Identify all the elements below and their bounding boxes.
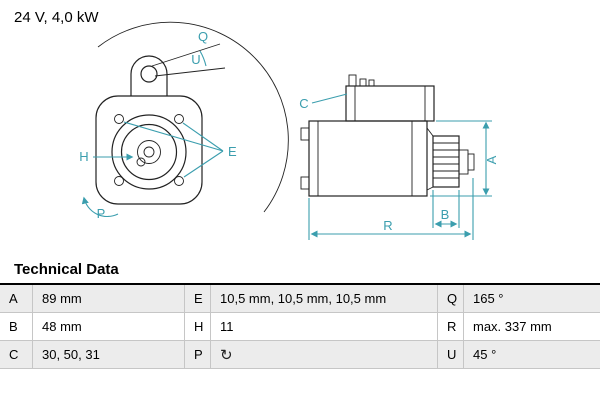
label-q: Q [198, 29, 208, 44]
top-lug [130, 55, 168, 96]
motor-body [308, 120, 428, 197]
r-extension-lines [308, 178, 474, 240]
spec-value-p: ↻ [211, 341, 438, 369]
b-extension-lines [432, 190, 460, 228]
spec-key-u: U [438, 341, 464, 369]
starter-motor-diagram: Q U E H P [79, 21, 499, 240]
technical-data-title: Technical Data [14, 261, 119, 278]
terminal-stud [359, 78, 367, 87]
a-extension-lines [430, 120, 492, 197]
mounting-hole [174, 114, 184, 124]
pinion-gear [432, 135, 460, 188]
mounting-flange [95, 95, 203, 205]
shaft [458, 149, 469, 175]
spec-value-b: 48 mm [33, 313, 185, 341]
spec-key-q: Q [438, 285, 464, 313]
mounting-hole [114, 176, 124, 186]
rotation-arrow [81, 196, 119, 218]
label-b: B [441, 207, 450, 222]
spec-value-u: 45 ° [464, 341, 600, 369]
spec-value-r: max. 337 mm [464, 313, 600, 341]
bore-inner [120, 123, 178, 181]
shaft-end [467, 153, 475, 171]
label-h: H [79, 149, 88, 164]
spec-value-q: 165 ° [464, 285, 600, 313]
spec-key-p: P [185, 341, 211, 369]
mounting-hole [174, 176, 184, 186]
mounting-hole [114, 114, 124, 124]
angle-q-arc [97, 21, 289, 213]
terminal-stud [368, 79, 375, 87]
technical-data-table: A 89 mm E 10,5 mm, 10,5 mm, 10,5 mm Q 16… [0, 283, 600, 369]
spec-value-h: 11 [211, 313, 438, 341]
spec-value-e: 10,5 mm, 10,5 mm, 10,5 mm [211, 285, 438, 313]
spec-key-h: H [185, 313, 211, 341]
label-u: U [191, 52, 200, 67]
spec-value-a: 89 mm [33, 285, 185, 313]
solenoid [345, 85, 435, 122]
front-view-drawing: Q U E H P [79, 21, 289, 221]
side-view-drawing: C A B R [299, 74, 499, 240]
spec-value-c: 30, 50, 31 [33, 341, 185, 369]
e-pointer-lines [123, 121, 224, 178]
label-r: R [383, 218, 392, 233]
spec-key-e: E [185, 285, 211, 313]
label-e: E [228, 144, 237, 159]
lug-hole [140, 65, 158, 83]
label-a: A [484, 155, 499, 164]
spec-key-r: R [438, 313, 464, 341]
terminal-stud [348, 74, 357, 87]
rating-label: 24 V, 4,0 kW [14, 9, 99, 26]
gear-teeth-hatch [433, 142, 459, 179]
label-c: C [299, 96, 308, 111]
angle-u-arc [199, 50, 207, 67]
spec-key-b: B [0, 313, 33, 341]
angle-u-lines [151, 43, 226, 77]
bore-outer [111, 114, 187, 190]
spec-key-c: C [0, 341, 33, 369]
rotation-direction-icon: ↻ [220, 346, 233, 364]
c-pointer-line [311, 93, 348, 104]
label-p: P [97, 206, 106, 221]
spec-key-a: A [0, 285, 33, 313]
